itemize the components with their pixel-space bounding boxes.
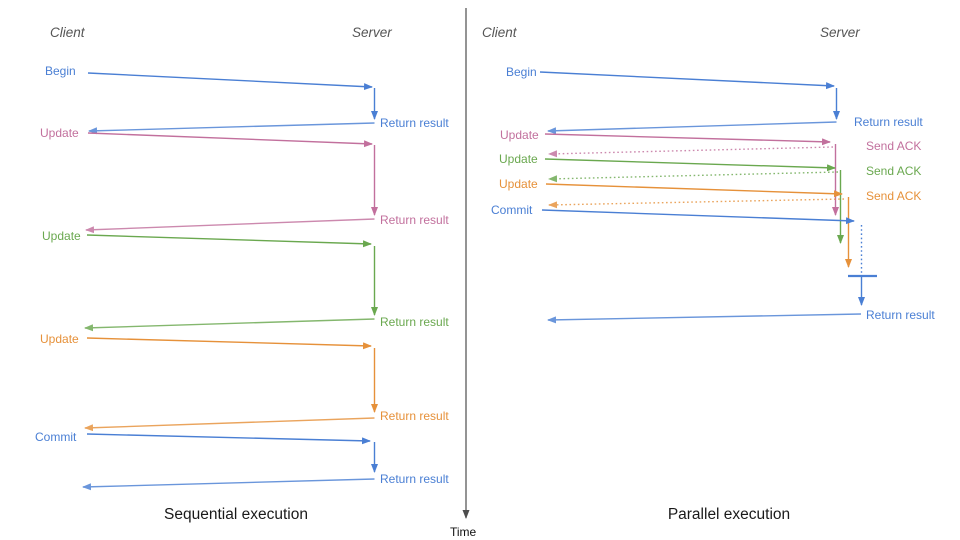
seq-update2-label: Update	[42, 229, 81, 243]
par-msg-update2: Update Send ACK	[499, 152, 921, 244]
parallel-panel: Client Server Begin Return result Update…	[482, 25, 935, 523]
sequential-panel: Client Server Begin Return result Update…	[35, 25, 449, 523]
par-update3-response-label: Send ACK	[866, 189, 921, 203]
par-update2-request-arrow	[544, 158, 836, 172]
par-update3-label: Update	[499, 177, 538, 191]
seq-commit-request-arrow	[86, 433, 371, 445]
seq-commit-response-label: Return result	[380, 472, 449, 486]
seq-update2-response-label: Return result	[380, 315, 449, 329]
par-update2-ack-arrow	[548, 171, 839, 183]
seq-commit-response-arrow	[82, 478, 375, 491]
seq-update2-response-arrow	[84, 318, 375, 332]
par-server-header: Server	[820, 25, 860, 40]
par-begin-request-arrow	[539, 71, 835, 90]
par-update1-label: Update	[500, 128, 539, 142]
seq-msg-update2: Update Return result	[42, 229, 449, 332]
seq-begin-label: Begin	[45, 64, 76, 78]
par-update3-request-arrow	[545, 183, 843, 198]
seq-update1-response-label: Return result	[380, 213, 449, 227]
par-commit-response-label: Return result	[866, 308, 935, 322]
seq-client-header: Client	[50, 25, 86, 40]
par-commit-request-arrow	[541, 209, 855, 225]
seq-update1-request-arrow	[87, 132, 373, 148]
par-update1-response-label: Send ACK	[866, 139, 921, 153]
seq-update3-request-arrow	[86, 337, 372, 350]
seq-begin-request-arrow	[87, 72, 373, 91]
seq-msg-begin: Begin Return result	[45, 64, 449, 135]
par-commit-label: Commit	[491, 203, 533, 217]
par-commit-response-arrow	[547, 313, 862, 324]
seq-update1-label: Update	[40, 126, 79, 140]
par-msg-commit: Commit Return result	[491, 203, 935, 324]
seq-update3-response-arrow	[84, 417, 375, 432]
par-update3-ack-arrow	[548, 198, 845, 209]
parallel-title: Parallel execution	[668, 506, 790, 523]
par-update2-response-label: Send ACK	[866, 164, 921, 178]
par-msg-update1: Update Send ACK	[500, 128, 921, 216]
seq-msg-commit: Commit Return result	[35, 430, 449, 491]
par-begin-response-label: Return result	[854, 115, 923, 129]
seq-update3-label: Update	[40, 332, 79, 346]
par-update2-label: Update	[499, 152, 538, 166]
par-msg-update3: Update Send ACK	[499, 177, 921, 268]
par-msg-begin: Begin Return result	[506, 65, 923, 135]
par-begin-label: Begin	[506, 65, 537, 79]
seq-server-header: Server	[352, 25, 392, 40]
seq-msg-update1: Update Return result	[40, 126, 449, 234]
par-client-header: Client	[482, 25, 518, 40]
seq-update1-response-arrow	[85, 218, 375, 234]
seq-msg-update3: Update Return result	[40, 332, 449, 432]
par-update1-ack-arrow	[548, 146, 834, 158]
seq-update2-request-arrow	[86, 234, 372, 248]
seq-commit-label: Commit	[35, 430, 77, 444]
seq-begin-response-arrow	[88, 122, 375, 135]
par-begin-response-arrow	[547, 121, 837, 135]
time-axis: Time	[450, 8, 477, 539]
par-update1-request-arrow	[544, 133, 831, 146]
time-axis-label: Time	[450, 525, 477, 539]
seq-begin-response-label: Return result	[380, 116, 449, 130]
seq-update3-response-label: Return result	[380, 409, 449, 423]
sequential-title: Sequential execution	[164, 506, 308, 523]
